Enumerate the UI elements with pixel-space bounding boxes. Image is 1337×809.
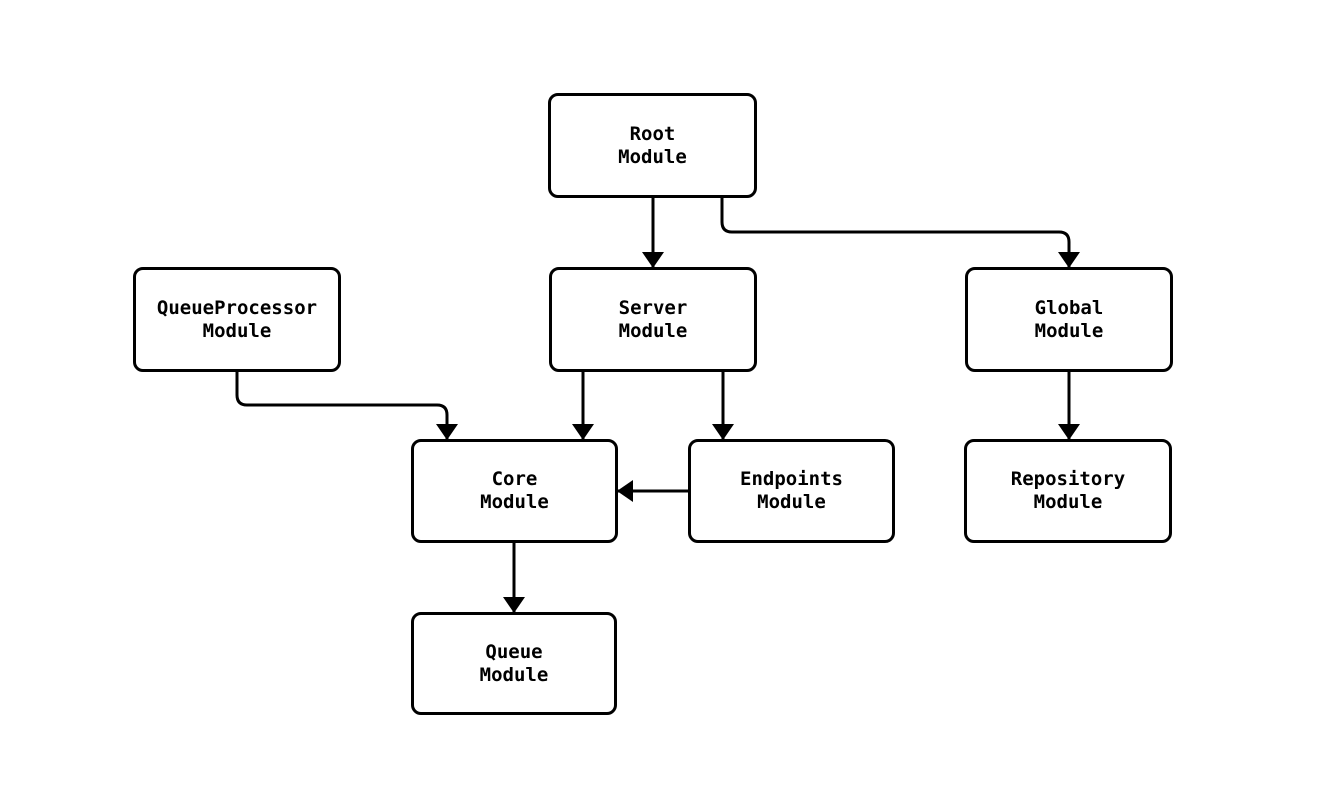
node-label-line: Global	[1034, 296, 1104, 319]
node-label-line: Module	[1033, 491, 1103, 513]
node-label-line: Module	[757, 491, 826, 513]
node-label-line: Repository	[1010, 468, 1126, 490]
node-label-line: QueueProcessor	[156, 296, 318, 319]
edge-root-module-to-global-module	[720, 196, 1080, 269]
node-label-line: Server	[618, 296, 688, 319]
node-label-line: Module	[480, 491, 549, 513]
edges-group	[235, 196, 1080, 614]
node-label-line: Module	[202, 319, 272, 342]
node-label-line: Endpoints	[740, 468, 843, 490]
node-label-line: Module	[1034, 319, 1104, 342]
node-label-line: Queue	[485, 640, 543, 663]
node-label-line: Core	[491, 468, 538, 490]
node-label-line: Module	[618, 145, 687, 168]
node-label-line: Module	[618, 319, 688, 342]
edge-queueprocessor-module-to-core-module	[235, 370, 458, 441]
node-label-line: Root	[629, 122, 676, 145]
node-label-line: Module	[479, 663, 549, 686]
